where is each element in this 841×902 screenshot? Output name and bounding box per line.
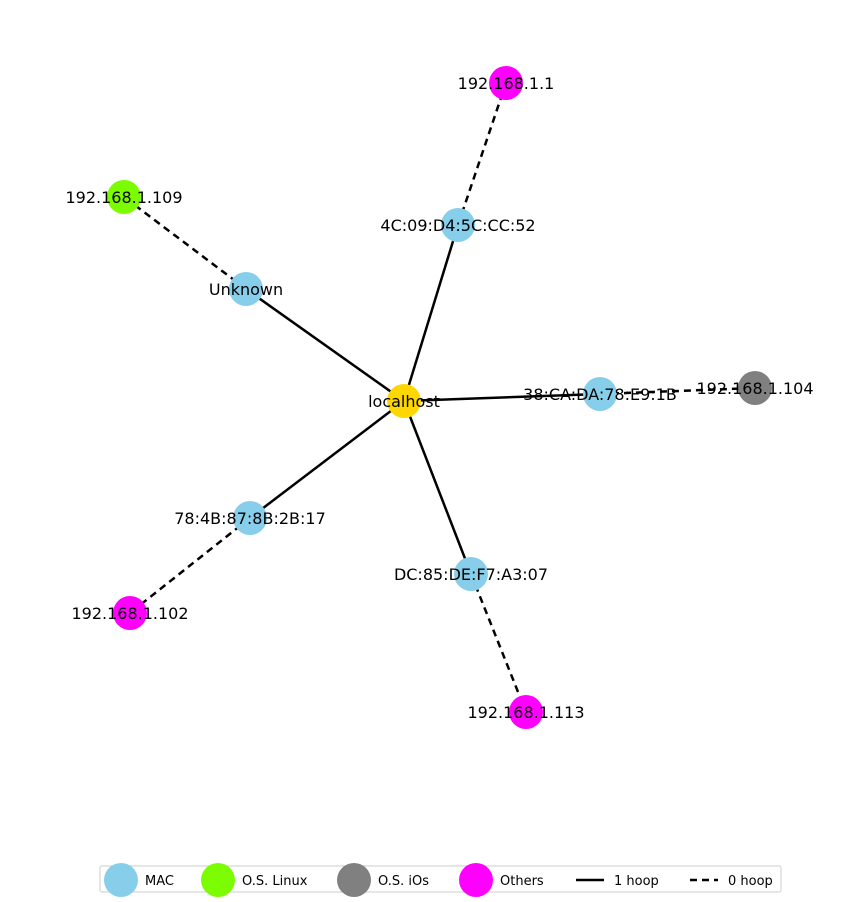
- dashed-edge-ip_104: [599, 386, 756, 396]
- legend-marker-ios: [337, 863, 371, 897]
- node-label-mac_78: 78:4B:87:8B:2B:17: [174, 509, 326, 528]
- node-label-ip_102: 192.168.1.102: [71, 604, 188, 623]
- node-label-ip_1: 192.168.1.1: [458, 74, 555, 93]
- legend-marker-mac: [104, 863, 138, 897]
- node-label-ip_113: 192.168.1.113: [467, 703, 584, 722]
- node-ip_109: [107, 180, 141, 214]
- dashed-edge-ip_1: [456, 82, 508, 226]
- node-ip_104: [738, 371, 772, 405]
- node-label-ip_109: 192.168.1.109: [65, 188, 182, 207]
- legend-marker-linux: [201, 863, 235, 897]
- legend-label: MAC: [145, 874, 174, 889]
- legend-label: O.S. iOs: [378, 874, 429, 889]
- solid-edge-unknown: [245, 287, 405, 403]
- node-mac_4c: [441, 208, 475, 242]
- solid-edge-mac_dc: [402, 400, 473, 575]
- legend-frame: [99, 865, 782, 893]
- solid-edge-mac_38: [403, 392, 601, 403]
- node-ip_1: [489, 66, 523, 100]
- nodes-layer: [107, 66, 772, 729]
- node-label-ip_104: 192.168.1.104: [696, 379, 813, 398]
- node-label-mac_dc: DC:85:DE:F7:A3:07: [394, 565, 548, 584]
- node-label-mac_4c: 4C:09:D4:5C:CC:52: [380, 216, 535, 235]
- node-mac_78: [233, 501, 267, 535]
- node-label-unknown: Unknown: [209, 280, 283, 299]
- legend-label: Others: [500, 874, 544, 889]
- legend: MAC O.S. Linux O.S. iOs Others 1 hoop 0 hoop: [99, 863, 782, 897]
- node-label-mac_38: 38:CA:DA:78:E9:1B: [523, 385, 677, 404]
- node-mac_dc: [454, 557, 488, 591]
- node-label-localhost: localhost: [368, 392, 440, 411]
- node-localhost: [387, 384, 421, 418]
- edges-layer: [123, 82, 756, 713]
- solid-edge-mac_4c: [402, 224, 460, 402]
- labels-layer: localhost Unknown 4C:09:D4:5C:CC:52 38:CA:D…: [65, 74, 813, 722]
- solid-edge-mac_78: [249, 400, 405, 519]
- dashed-edge-ip_113: [469, 573, 528, 713]
- legend-marker-others: [459, 863, 493, 897]
- node-ip_113: [509, 695, 543, 729]
- dashed-edge-ip_102: [129, 517, 251, 614]
- node-unknown: [229, 272, 263, 306]
- dashed-edge-ip_109: [123, 196, 247, 290]
- node-mac_38: [583, 377, 617, 411]
- legend-label: O.S. Linux: [242, 874, 308, 889]
- legend-label: 1 hoop: [614, 874, 659, 889]
- legend-label: 0 hoop: [728, 874, 773, 889]
- legend-items: MAC O.S. Linux O.S. iOs Others 1 hoop 0 hoop: [104, 863, 773, 897]
- node-ip_102: [113, 596, 147, 630]
